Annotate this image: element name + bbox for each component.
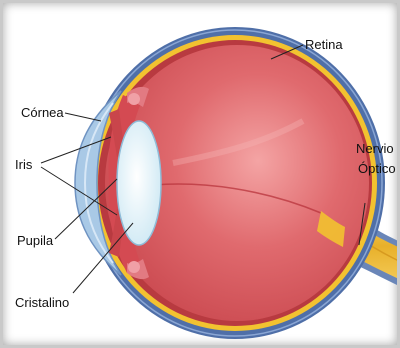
eye-diagram: Retina Córnea Iris Pupila Cristalino Ner…: [3, 3, 400, 348]
label-pupila: Pupila: [17, 233, 54, 248]
lens: [117, 121, 161, 245]
label-cornea: Córnea: [21, 105, 64, 120]
label-optico: Óptico: [358, 161, 396, 176]
label-nervio: Nervio: [356, 141, 394, 156]
label-cristalino: Cristalino: [15, 295, 69, 310]
label-iris: Iris: [15, 157, 33, 172]
label-retina: Retina: [305, 37, 343, 52]
